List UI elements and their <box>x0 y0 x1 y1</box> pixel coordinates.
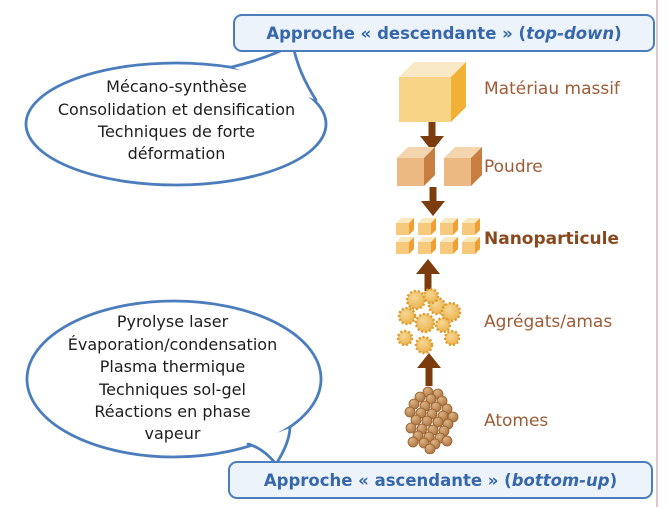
bottom-up-techniques-bubble: Pyrolyse laser Évaporation/condensation … <box>32 311 313 446</box>
stage-label-atomes: Atomes <box>484 411 549 431</box>
approach-label-suffix: ) <box>614 23 622 43</box>
bottom-up-approach-box: Approche « ascendante » (bottom-up) <box>228 461 653 499</box>
bubble-line: Techniques de forte <box>97 122 256 141</box>
bulk-cube-icon <box>399 62 466 122</box>
stage-label-agregats: Agrégats/amas <box>484 312 613 332</box>
approach-label-prefix: Approche « descendante » ( <box>266 23 527 43</box>
stage-label-materiau-massif: Matériau massif <box>484 79 620 99</box>
page-edge-line <box>656 0 658 507</box>
bubble-line: Techniques sol-gel <box>99 379 246 399</box>
approach-label-italic: top-down <box>526 23 615 43</box>
bubble-line: Pyrolyse laser <box>116 312 229 332</box>
approach-label-italic: bottom-up <box>511 470 610 490</box>
down-arrow-icon <box>421 187 445 216</box>
bubble-line: déformation <box>127 144 226 164</box>
bubble-line: Réactions en phase <box>94 401 251 421</box>
approach-label-suffix: ) <box>609 470 618 490</box>
bubble-line: Consolidation et densification <box>57 99 296 119</box>
powder-cubes-icon <box>397 147 482 186</box>
atoms-icon <box>404 386 459 454</box>
up-arrow-icon <box>416 259 440 291</box>
bubble-line: Mécano-synthèse <box>106 77 247 97</box>
top-down-approach-box: Approche « descendante » (top-down) <box>233 14 655 52</box>
bubble-line: vapeur <box>144 424 201 444</box>
down-arrow-icon <box>420 122 444 151</box>
bottom-up-bubble-shape <box>25 299 323 466</box>
stage-label-nanoparticule: Nanoparticule <box>484 229 619 249</box>
nanoparticle-cubes-icon <box>396 218 480 254</box>
aggregates-icon <box>396 287 462 355</box>
up-arrow-icon <box>417 353 441 386</box>
approach-label-prefix: Approche « ascendante » ( <box>263 470 512 490</box>
top-down-techniques-bubble: Mécano-synthèse Consolidation et densifi… <box>36 76 317 166</box>
stage-label-poudre: Poudre <box>484 157 543 177</box>
bubble-line: Évaporation/condensation <box>67 334 278 354</box>
bubble-line: Plasma thermique <box>99 357 246 377</box>
